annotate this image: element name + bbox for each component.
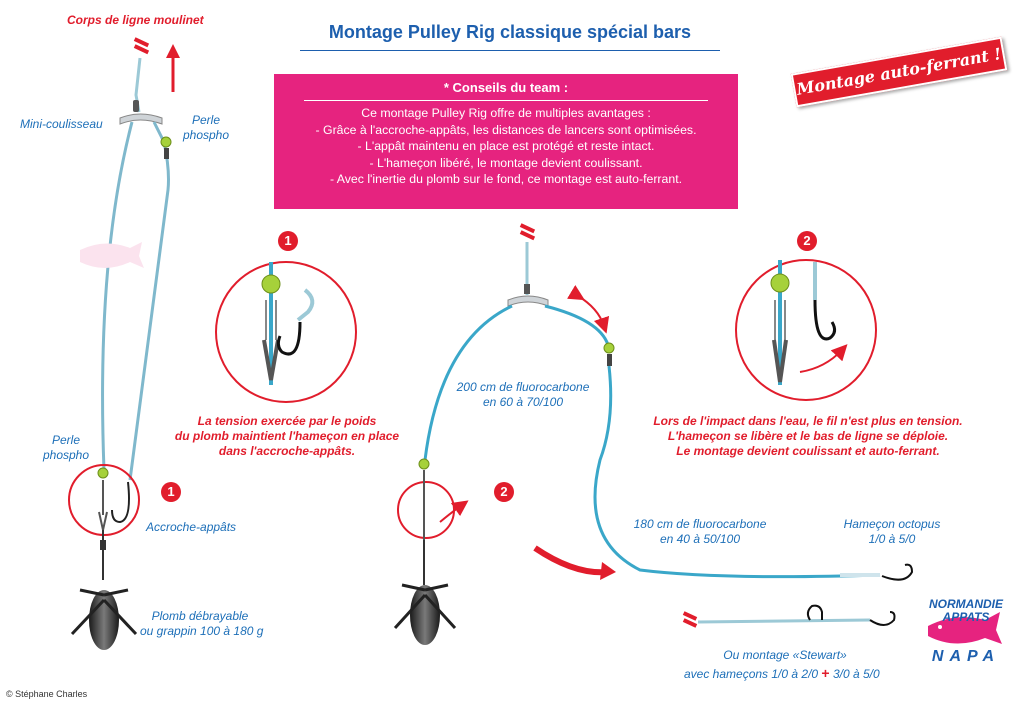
tips-divider <box>304 100 708 101</box>
label-line: ou grappin 100 à 180 g <box>140 624 264 638</box>
label-line: en 40 à 50/100 <box>659 532 741 546</box>
copyright: © Stéphane Charles <box>6 689 88 699</box>
lead-weight-icon <box>70 588 138 650</box>
label-line: phospho <box>182 128 230 142</box>
stewart-rig <box>682 604 896 628</box>
arrow-up-icon <box>166 44 180 92</box>
label-line: phospho <box>42 448 90 462</box>
label-fluoro-180: 180 cm de fluorocarbone en 40 à 50/100 <box>620 517 780 547</box>
stop-icon <box>682 611 698 628</box>
note-line: Lors de l'impact dans l'eau, le fil n'es… <box>653 414 963 428</box>
tips-heading: * Conseils du team : <box>443 80 569 95</box>
tips-line: - L'hameçon libéré, le montage devient c… <box>369 155 643 170</box>
long-leader <box>593 365 881 579</box>
label-perle-top: Perle phospho <box>182 113 230 143</box>
stop-icon <box>133 37 150 55</box>
hook-icon <box>806 604 823 621</box>
bead-icon <box>97 467 109 479</box>
hook-icon <box>111 481 130 524</box>
line-loop-left <box>101 121 134 471</box>
label-line: en 60 à 70/100 <box>482 395 564 409</box>
slider-icon <box>119 113 163 125</box>
detail-1 <box>215 261 357 403</box>
label-plomb: Plomb débrayable ou grappin 100 à 180 g <box>140 609 264 639</box>
step-1-badge: 1 <box>161 482 181 502</box>
label-line: 200 cm de fluorocarbone <box>456 380 590 394</box>
tips-line: - Grâce à l'accroche-appâts, les distanc… <box>315 122 697 137</box>
brand-short: NAPA <box>931 648 1001 665</box>
watermark-fish-icon <box>80 242 144 268</box>
note-line: du plomb maintient l'hameçon en place <box>174 429 400 443</box>
team-tips-box: * Conseils du team : Ce montage Pulley R… <box>274 74 738 209</box>
label-stewart-hooks: avec hameçons 1/0 à 2/0 + 3/0 à 5/0 <box>684 666 880 682</box>
line-loop-right <box>128 121 170 481</box>
note-line: dans l'accroche-appâts. <box>218 444 356 458</box>
label-mini-coulisseau: Mini-coulisseau <box>20 117 103 131</box>
swivel-icon <box>133 100 139 112</box>
note-line: L'hameçon se libère et le bas de ligne s… <box>667 429 949 443</box>
stop-icon <box>519 223 536 241</box>
page-title: Montage Pulley Rig classique spécial bar… <box>328 22 692 42</box>
step-2-badge: 2 <box>797 231 817 251</box>
label-stewart: Ou montage «Stewart» <box>723 648 847 662</box>
label-line: 1/0 à 5/0 <box>868 532 916 546</box>
step-2-badge: 2 <box>494 482 514 502</box>
swivel-icon <box>164 148 169 159</box>
note-line: La tension exercée par le poids <box>197 414 377 428</box>
label-line: 180 cm de fluorocarbone <box>633 517 767 531</box>
tips-body: Ce montage Pulley Rig offre de multiples… <box>274 105 738 188</box>
label-line: Hameçon octopus <box>843 517 941 531</box>
middle-rig <box>393 223 914 645</box>
bead-icon <box>160 136 172 148</box>
title-underline <box>300 50 720 51</box>
label-accroche-appats: Accroche-appâts <box>146 520 237 534</box>
label-line: Perle <box>51 433 80 447</box>
note-impact: Lors de l'impact dans l'eau, le fil n'es… <box>638 414 978 459</box>
step-1-badge: 1 <box>278 231 298 251</box>
label-line: Perle <box>191 113 220 127</box>
arrow-icon <box>533 545 609 576</box>
brand-line: APPATS <box>942 610 990 624</box>
detail-circle <box>397 481 455 539</box>
left-rig <box>68 37 180 650</box>
brand-line: NORMANDIE <box>929 597 1003 611</box>
brand-fish-icon <box>928 612 1002 644</box>
label-corps-ligne: Corps de ligne moulinet <box>67 13 204 27</box>
note-tension: La tension exercée par le poids du plomb… <box>172 414 402 459</box>
brand-name: NORMANDIE APPATS <box>918 598 1014 624</box>
arrow-icon <box>567 285 610 334</box>
label-part: avec hameçons 1/0 à 2/0 <box>684 667 822 681</box>
hook-icon <box>881 563 914 581</box>
label-perle-left: Perle phospho <box>42 433 90 463</box>
note-line: Le montage devient coulissant et auto-fe… <box>676 444 940 458</box>
tips-line: - L'appât maintenu en place est protégé … <box>357 139 655 153</box>
label-line: Plomb débrayable <box>151 609 249 623</box>
plus-sign: + <box>821 665 830 681</box>
bait-clip-icon <box>98 480 108 531</box>
tips-line: Ce montage Pulley Rig offre de multiples… <box>361 106 651 120</box>
hook-icon <box>869 611 896 626</box>
brand-logo: NORMANDIE APPATS NAPA <box>918 598 1014 670</box>
lead-weight-icon <box>393 583 457 645</box>
tips-line: - Avec l'inertie du plomb sur le fond, c… <box>329 172 683 186</box>
label-part: 3/0 à 5/0 <box>829 667 880 681</box>
label-hamecon-octopus: Hameçon octopus 1/0 à 5/0 <box>842 517 942 547</box>
detail-2 <box>735 259 877 401</box>
label-fluoro-200: 200 cm de fluorocarbone en 60 à 70/100 <box>448 380 598 410</box>
